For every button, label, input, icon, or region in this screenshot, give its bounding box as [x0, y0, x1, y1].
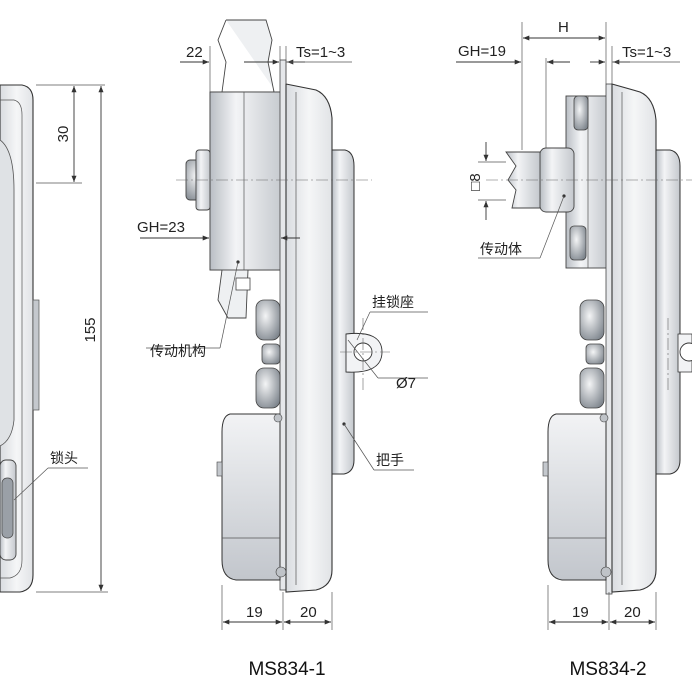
dim-bottom-19-1: 19	[246, 604, 263, 621]
label-hole-7: Ø7	[396, 375, 416, 392]
label-lock-head: 锁头	[50, 451, 78, 467]
dim-bottom-20-1: 20	[300, 604, 317, 621]
dim-height-30: 30	[55, 126, 72, 143]
screws-1	[255, 299, 287, 578]
dim-bottom-19-2: 19	[572, 604, 589, 621]
side-view-ms834-1: 22 Ts=1~3 GH=23 传动机构 挂锁座 Ø7 把手	[137, 19, 428, 680]
label-handle: 把手	[376, 453, 404, 469]
lock-head	[0, 459, 17, 561]
dim-gh-23: GH=23	[137, 219, 185, 236]
screws-2	[579, 299, 612, 578]
dim-square-8: □8	[467, 173, 484, 190]
dim-width-22: 22	[186, 44, 203, 61]
model-ms834-1: MS834-1	[248, 659, 325, 680]
dim-gh-19: GH=19	[458, 43, 506, 60]
dim-thickness-2: Ts=1~3	[622, 44, 671, 61]
hook-seat	[345, 332, 383, 373]
dim-total-height: 155	[82, 317, 99, 342]
label-mechanism: 传动机构	[150, 344, 206, 360]
dim-h: H	[558, 19, 569, 36]
dim-bottom-20-2: 20	[624, 604, 641, 621]
dim-thickness-1: Ts=1~3	[296, 44, 345, 61]
model-ms834-2: MS834-2	[569, 659, 646, 680]
label-hook-seat: 挂锁座	[372, 295, 414, 311]
front-view: 30 155 锁头	[0, 84, 108, 593]
label-driver: 传动体	[480, 242, 522, 258]
side-view-ms834-2: H GH=19 Ts=1~3 □8 传动体 19 20 MS834-2	[456, 19, 692, 680]
